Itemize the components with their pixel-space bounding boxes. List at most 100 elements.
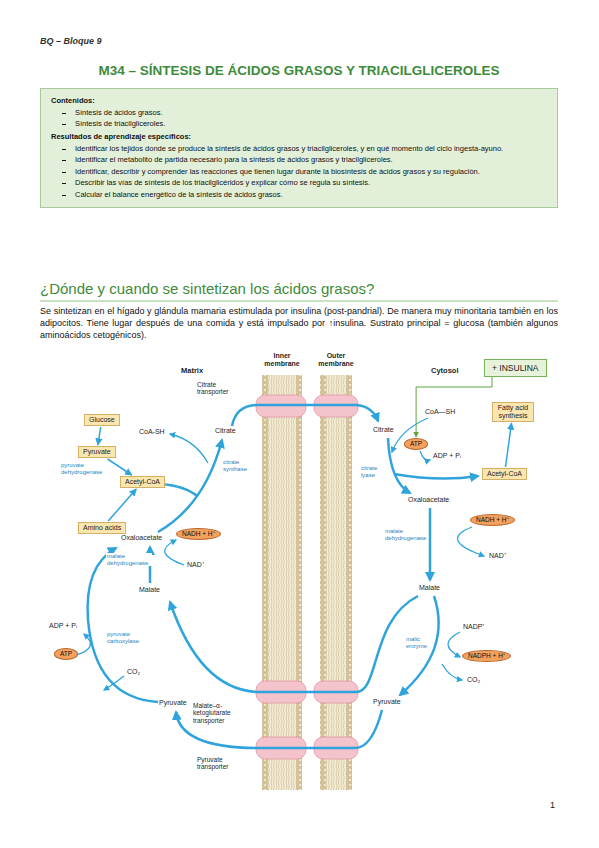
- compartment-label: Matrix: [180, 367, 204, 376]
- metabolite-label: Pyruvate: [372, 698, 402, 706]
- connector-arrow: [108, 459, 132, 475]
- cofactor-arrows-part: [420, 451, 430, 460]
- body-paragraph: Se sintetizan en el hígado y glándula ma…: [40, 305, 558, 341]
- cofactor-arrows-part: [76, 634, 90, 655]
- transporter-label: Citrate transporter: [196, 381, 248, 396]
- page-title: M34 – SÍNTESIS DE ÁCIDOS GRASOS Y TRIACI…: [40, 63, 558, 79]
- cofactor-arrows-part: [458, 527, 484, 556]
- pathway-arrows-part: [400, 596, 439, 695]
- outer-membrane-part: [346, 375, 352, 790]
- list-item: Calcular el balance energético de la sín…: [75, 189, 547, 201]
- cofactor-label: ADP + Pᵢ: [48, 622, 78, 630]
- node-text: Glucose: [89, 416, 115, 424]
- contents-box: Contenidos:Síntesis de ácidos grasos.Sín…: [40, 88, 558, 208]
- list-item: Describir las vías de síntesis de los tr…: [75, 177, 547, 189]
- pathway-arrows-part: [394, 474, 478, 479]
- cofactor-arrows-part: [165, 540, 184, 565]
- connector-arrow: [416, 377, 492, 437]
- enzyme-label: pyruvate carboxylase: [106, 631, 152, 644]
- pathway-arrows-part: [429, 508, 432, 580]
- outer-membrane-part: [320, 375, 326, 790]
- cofactor-label: NAD⁺: [488, 552, 507, 560]
- pathway-arrows-part: [170, 596, 418, 692]
- inner-membrane-part: [296, 375, 302, 790]
- metabolite-box: Pyruvate: [78, 446, 116, 458]
- metabolite-label: Malate: [138, 586, 161, 594]
- enzyme-label: malate dehydrogenase: [384, 528, 428, 541]
- cofactor-label: NAD⁺: [186, 561, 205, 569]
- node-text: Acetyl-CoA: [125, 478, 160, 486]
- metabolite-label: Citrate: [372, 426, 395, 434]
- metabolite-box: Glucose: [84, 414, 120, 426]
- pathway-arrows-part: [232, 405, 378, 426]
- page-number: 1: [550, 800, 555, 810]
- enzyme-label: citrate synthase: [222, 459, 262, 472]
- node-text: NADH + H⁺: [476, 516, 509, 524]
- node-text: Acetyl-CoA: [487, 470, 522, 478]
- cofactor-arrows-part: [104, 676, 124, 690]
- cofactor-oval: NADH + H⁺: [470, 514, 515, 526]
- membrane-label: Inner membrane: [260, 352, 304, 368]
- cofactor-arrows-part: [442, 664, 462, 680]
- cofactor-label: CO₂: [466, 676, 481, 684]
- cofactor-arrows: [76, 418, 484, 690]
- node-text: Fatty acid synthesis: [497, 404, 529, 420]
- box-heading: Contenidos:: [51, 95, 547, 107]
- list-item: Identificar el metabolito de partida nec…: [75, 154, 547, 166]
- node-text: Amino acids: [83, 524, 121, 532]
- membrane-label: Outer membrane: [314, 352, 358, 368]
- outer-membrane-part: [320, 375, 352, 790]
- box-heading: Resultados de aprendizaje específicos:: [51, 131, 547, 143]
- callout-box: + INSULINA: [484, 359, 547, 377]
- metabolite-label: Pyruvate: [158, 699, 188, 707]
- cofactor-label: CO₂: [126, 668, 141, 676]
- transporter-proteins: [256, 395, 358, 759]
- inner-membrane-part: [262, 375, 268, 790]
- metabolite-box: Amino acids: [78, 522, 126, 534]
- node-text: NADH + H⁺: [182, 530, 215, 538]
- list-item: Identificar los tejidos donde se produce…: [75, 143, 547, 155]
- cofactor-label: NADP⁺: [462, 623, 485, 631]
- transporter-label: Malate–α-ketoglutarate transporter: [192, 702, 254, 724]
- pathway-arrows-part: [88, 548, 158, 702]
- cofactor-arrows-part: [448, 632, 460, 657]
- node-text: NADPH + H⁺: [468, 652, 505, 660]
- list-item: Identificar, describir y comprender las …: [75, 166, 547, 178]
- enzyme-label: citrate lyase: [360, 465, 390, 478]
- pathway-arrows-part: [158, 440, 222, 532]
- enzyme-label: malate dehydrogenase: [106, 553, 152, 566]
- metabolite-label: Malate: [418, 584, 441, 592]
- section-rule-part: [40, 301, 558, 302]
- metabolite-label: CoA-SH: [138, 428, 166, 436]
- section-heading: ¿Dónde y cuando se sintetizan los ácidos…: [40, 280, 374, 297]
- connector-arrow: [506, 423, 512, 467]
- section-rule: [40, 301, 558, 302]
- page-header: BQ – Bloque 9: [40, 36, 102, 46]
- outer-membrane: [320, 375, 352, 790]
- cofactor-oval: ATP: [404, 438, 428, 450]
- compartment-label: Cytosol: [430, 367, 460, 376]
- connector-arrow: [98, 427, 101, 445]
- cofactor-oval: ATP: [54, 648, 78, 660]
- cofactor-oval: NADH + H⁺: [176, 528, 221, 540]
- list-item: Síntesis de ácidos grasos.: [75, 107, 547, 119]
- cofactor-arrows-part: [392, 418, 428, 452]
- metabolite-box: Acetyl-CoA: [482, 468, 527, 480]
- inner-membrane-part: [262, 375, 302, 790]
- enzyme-label: pyruvate dehydrogenase: [60, 462, 106, 475]
- inner-membrane: [262, 375, 302, 790]
- connector-arrow: [108, 489, 136, 521]
- node-text: ATP: [60, 650, 72, 658]
- pathway-arrows: [88, 405, 478, 748]
- pathway-arrows-part: [161, 484, 197, 496]
- cofactor-label: ADP + Pᵢ: [432, 452, 462, 460]
- node-text: ATP: [410, 440, 422, 448]
- enzyme-label: malic enzyme: [405, 636, 433, 649]
- metabolite-label: Citrate: [214, 427, 237, 435]
- metabolite-label: Oxaloacetate: [407, 496, 450, 504]
- process-box: Fatty acid synthesis: [492, 402, 534, 422]
- node-text: + INSULINA: [492, 363, 539, 373]
- transporter-label: Pyruvate transporter: [196, 756, 254, 771]
- metabolite-label: Oxaloacetate: [120, 534, 163, 542]
